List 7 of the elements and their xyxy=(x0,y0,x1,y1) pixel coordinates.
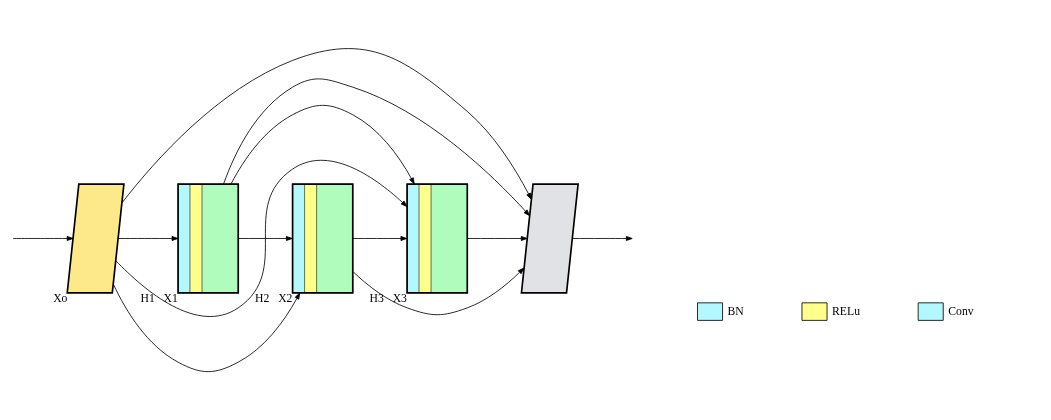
node-label: Xo xyxy=(53,292,68,306)
node-label: H2 X2 xyxy=(255,292,293,306)
legend-label: BN xyxy=(727,304,744,318)
legend-label: Conv xyxy=(948,304,974,318)
node-label: H1 X1 xyxy=(140,292,178,306)
node-label: H3 X3 xyxy=(369,292,407,306)
legend-label: RELu xyxy=(832,304,860,318)
